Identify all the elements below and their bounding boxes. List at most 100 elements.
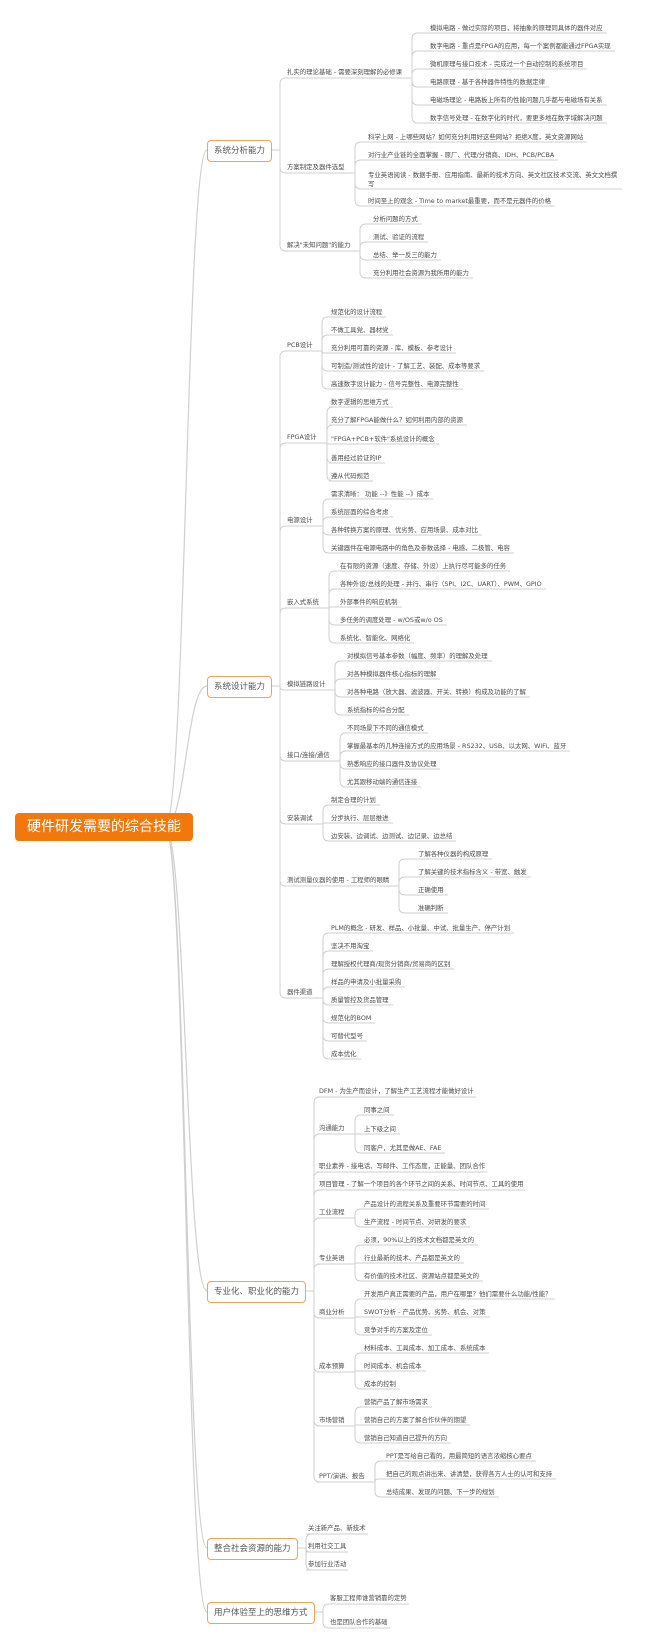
leaf-item[interactable]: 分步执行、层层推进 <box>331 814 389 822</box>
leaf-item[interactable]: 需求清晰： 功能 --》性能 --》成本 <box>331 490 430 498</box>
leaf-item[interactable]: 行业最新的技术、产品都是英文的 <box>364 1254 460 1262</box>
leaf-item[interactable]: 可制造/测试性的设计 - 了解工艺、装配、成本等要求 <box>331 362 481 370</box>
leaf-item[interactable]: PPT是写给自己看的，用最简短的语言浓缩核心要点 <box>386 1452 532 1460</box>
leaf-item[interactable]: 掌握最基本的几种连接方式的应用场景 - RS232、USB、以太网、WiFi、蓝… <box>347 742 567 750</box>
sub-topic[interactable]: 成本预算 <box>319 1362 345 1370</box>
leaf-item[interactable]: 微机原理与接口技术 - 完成过一个自动控制的系统项目 <box>430 60 584 68</box>
leaf-item[interactable]: 尤其跟移动端的通信连接 <box>347 778 418 786</box>
sub-topic[interactable]: 方案制定及器件选型 <box>287 163 345 171</box>
leaf-item[interactable]: 同事之间 <box>364 1106 390 1114</box>
leaf-item[interactable]: 专业英语阅读 - 数据手册、应用指南、最新的技术方向、英文社区技术交流、英文文档… <box>368 171 618 188</box>
leaf-item[interactable]: 规范化的设计流程 <box>331 308 383 316</box>
leaf-item[interactable]: 系统指标的综合分配 <box>347 706 405 714</box>
leaf-item[interactable]: 产品设计的流程关系及重要环节需要的时间 <box>364 1200 486 1208</box>
leaf-item[interactable]: PLM的概念 - 研发、样品、小批量、中试、批量生产、停产计划 <box>331 924 511 932</box>
leaf-item[interactable]: 竞争对手的方案及定位 <box>364 1326 428 1334</box>
sub-topic[interactable]: 沟通能力 <box>319 1124 345 1132</box>
sub-topic[interactable]: 也是团队合作的基础 <box>330 1618 388 1626</box>
leaf-item[interactable]: 上下级之间 <box>364 1125 396 1133</box>
branch-node[interactable]: 系统分析能力 <box>207 140 273 162</box>
leaf-item[interactable]: 坚决不用淘宝 <box>331 942 370 950</box>
branch-node[interactable]: 用户体验至上的思维方式 <box>207 1602 315 1624</box>
sub-topic[interactable]: FPGA设计 <box>287 433 317 441</box>
sub-topic[interactable]: 利用社交工具 <box>308 1542 347 1550</box>
leaf-item[interactable]: 充分利用社会资源为我所用的能力 <box>373 269 469 277</box>
leaf-item[interactable]: 系统化、智能化、网络化 <box>340 634 411 642</box>
leaf-item[interactable]: 各种外设/总线的处理 - 并行、串行（SPI、I2C、UART）、PWM、GPI… <box>340 580 542 588</box>
sub-topic[interactable]: 解决"未知问题"的能力 <box>287 241 351 249</box>
sub-topic[interactable]: 电源设计 <box>287 516 313 524</box>
leaf-item[interactable]: 多任务的调度处理 - w/OS或w/o OS <box>340 616 443 624</box>
leaf-item[interactable]: 模拟电路 - 做过实际的项目，将抽象的原理同具体的器件对应 <box>430 24 603 32</box>
sub-topic[interactable]: 扎实的理论基础 - 需要深刻理解的必修课 <box>287 68 403 76</box>
root-topic[interactable]: 硬件研发需要的综合技能 <box>15 813 193 841</box>
sub-topic[interactable]: DFM - 为生产而设计，了解生产工艺流程才能做好设计 <box>319 1087 474 1095</box>
leaf-item[interactable]: 充分了解FPGA能做什么？如何利用内部的资源 <box>331 416 463 424</box>
leaf-item[interactable]: 科学上网 - 上哪些网站？如何充分利用好这些网站？拒绝X度，英文资源网站 <box>368 133 584 141</box>
leaf-item[interactable]: 总结成果、发现的问题、下一步的规划 <box>386 1488 495 1496</box>
leaf-item[interactable]: 分析问题的方式 <box>373 215 418 223</box>
leaf-item[interactable]: 遵从代码规范 <box>331 472 370 480</box>
leaf-item[interactable]: 系统层面的综合考虑 <box>331 508 389 516</box>
leaf-item[interactable]: 准确判断 <box>418 904 444 912</box>
leaf-item[interactable]: 质量管控及货品管理 <box>331 996 389 1004</box>
sub-topic[interactable]: 市场营销 <box>319 1416 345 1424</box>
sub-topic[interactable]: 职业素养 - 接电话、写邮件、工作态度，正能量、团队合作 <box>319 1162 486 1170</box>
leaf-item[interactable]: 电磁场理论 - 电路板上所有的性能问题几乎都与电磁场有关系 <box>430 96 603 104</box>
sub-topic[interactable]: 嵌入式系统 <box>287 598 319 606</box>
leaf-item[interactable]: 必须，90%以上的技术文档都是英文的 <box>364 1236 475 1244</box>
leaf-item[interactable]: 总结、举一反三的能力 <box>373 251 437 259</box>
leaf-item[interactable]: 把自己的观点讲出来、讲清楚，获得各方人士的认可和支持 <box>386 1470 553 1478</box>
leaf-item[interactable]: 边安装、边调试、边测试、边记录、边总结 <box>331 832 453 840</box>
leaf-item[interactable]: 善用经过验证的IP <box>331 454 382 462</box>
leaf-item[interactable]: 了解关键的技术指标含义 - 带宽、触发 <box>418 868 527 876</box>
leaf-item[interactable]: 数字信号处理 - 在数字化的时代，要更多地在数字域解决问题 <box>430 114 603 122</box>
leaf-item[interactable]: 生产流程 - 时间节点、对研发的要求 <box>364 1218 467 1226</box>
leaf-item[interactable]: 充分利用可靠的资源 - 库、模板、参考设计 <box>331 344 453 352</box>
leaf-item[interactable]: 不做工具党、器材党 <box>331 326 389 334</box>
leaf-item[interactable]: 关键器件在电源电路中的角色及参数选择 - 电感、二极管、电容 <box>331 544 510 552</box>
leaf-item[interactable]: 各种转换方案的原理、优劣势、应用场景、成本对比 <box>331 526 478 534</box>
leaf-item[interactable]: "FPGA+PCB+软件"系统设计的概念 <box>331 435 435 443</box>
branch-node[interactable]: 整合社会资源的能力 <box>207 1538 298 1560</box>
sub-topic[interactable]: 关注新产品、新技术 <box>308 1524 366 1532</box>
sub-topic[interactable]: 商业分析 <box>319 1308 345 1316</box>
sub-topic[interactable]: 专业英语 <box>319 1254 345 1262</box>
branch-node[interactable]: 专业化、职业化的能力 <box>207 1281 307 1303</box>
sub-topic[interactable]: 模拟链路设计 <box>287 680 326 688</box>
leaf-item[interactable]: 开发用户真正需要的产品，用户在哪里？他们需要什么功能/性能？ <box>364 1290 552 1298</box>
leaf-item[interactable]: 成本优化 <box>331 1050 357 1058</box>
sub-topic[interactable]: 工业流程 <box>319 1208 345 1216</box>
sub-topic[interactable]: 安装调试 <box>287 814 313 822</box>
leaf-item[interactable]: 高速数字设计能力 - 信号完整性、电源完整性 <box>331 380 459 388</box>
leaf-item[interactable]: 熟悉响应的接口器件及协议处理 <box>347 760 437 768</box>
sub-topic[interactable]: PPT/演讲、报告 <box>319 1472 365 1480</box>
leaf-item[interactable]: 材料成本、工具成本、加工成本、系统成本 <box>364 1344 486 1352</box>
leaf-item[interactable]: 营销自己知道自己提升的方向 <box>364 1434 448 1442</box>
leaf-item[interactable]: 数字电路 - 重点是FPGA的应用，每一个案例都能通过FPGA实现 <box>430 42 611 50</box>
leaf-item[interactable]: 对行业产业链的全面掌握 - 原厂、代理/分销商、IDH、PCB/PCBA <box>368 151 555 159</box>
leaf-item[interactable]: 营销自己的方案了解合作伙伴的期望 <box>364 1416 467 1424</box>
sub-topic[interactable]: 项目管理 - 了解一个项目的各个环节之间的关系、时间节点、工具的使用 <box>319 1180 524 1188</box>
leaf-item[interactable]: SWOT分析 - 产品优势、劣势、机会、对策 <box>364 1308 486 1316</box>
leaf-item[interactable]: 成本的控制 <box>364 1380 396 1388</box>
leaf-item[interactable]: 时间成本、机会成本 <box>364 1362 422 1370</box>
sub-topic[interactable]: 测试测量仪器的使用 - 工程师的眼睛 <box>287 876 390 884</box>
leaf-item[interactable]: 不同场景下不同的通信模式 <box>347 724 424 732</box>
leaf-item[interactable]: 测试、验证的流程 <box>373 233 425 241</box>
branch-node[interactable]: 系统设计能力 <box>207 676 273 698</box>
leaf-item[interactable]: 同客户，尤其是做AE、FAE <box>364 1144 442 1152</box>
leaf-item[interactable]: 样品的申请及小批量采购 <box>331 978 402 986</box>
leaf-item[interactable]: 营销产品了解市场需求 <box>364 1398 428 1406</box>
leaf-item[interactable]: 正确使用 <box>418 886 444 894</box>
sub-topic[interactable]: 器件渠道 <box>287 988 313 996</box>
leaf-item[interactable]: 对各种模拟器件核心指标的理解 <box>347 670 437 678</box>
leaf-item[interactable]: 理解授权代理商/现货分销商/贸易商的区别 <box>331 960 451 968</box>
leaf-item[interactable]: 对模拟信号基本参数（幅度、频率）的理解及处理 <box>347 652 488 660</box>
leaf-item[interactable]: 数字逻辑的思维方式 <box>331 398 389 406</box>
leaf-item[interactable]: 时间至上的观念 - Time to market最重要，而不是元器件的价格 <box>368 197 551 205</box>
leaf-item[interactable]: 了解各种仪器的构成原理 <box>418 850 489 858</box>
sub-topic[interactable]: 参加行业活动 <box>308 1560 347 1568</box>
sub-topic[interactable]: PCB设计 <box>287 341 313 349</box>
sub-topic[interactable]: 接口/连接/通信 <box>287 751 330 759</box>
